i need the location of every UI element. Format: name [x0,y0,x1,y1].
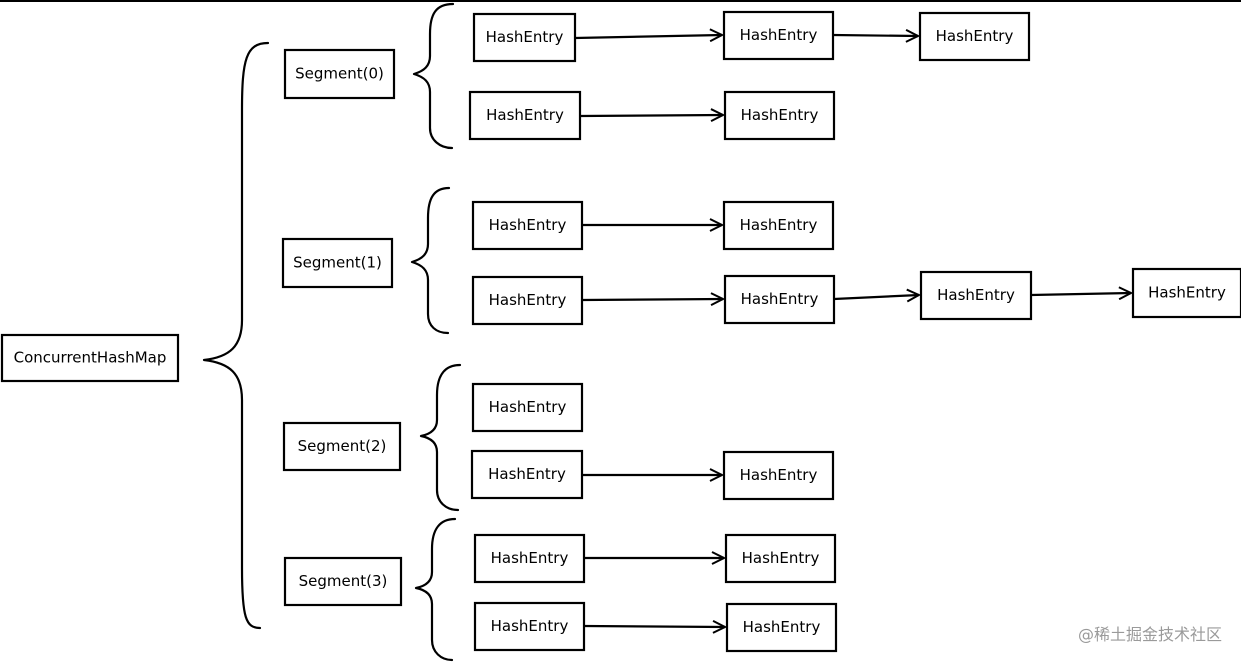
hash-entry-label: HashEntry [1148,284,1226,302]
hash-entry-label: HashEntry [743,618,821,636]
hash-entry-label: HashEntry [740,466,818,484]
hash-entry-label: HashEntry [741,106,819,124]
watermark-text: @稀土掘金技术社区 [1078,625,1222,644]
hash-entry-label: HashEntry [491,617,569,635]
hash-entry-label: HashEntry [489,398,567,416]
hash-entry-node: HashEntry [918,11,1031,62]
hash-entry-label: HashEntry [489,216,567,234]
link-arrow [583,626,725,627]
hash-entry-label: HashEntry [936,27,1014,45]
root-node: ConcurrentHashMap [0,333,180,383]
hash-entry-label: HashEntry [741,290,819,308]
segment-node: Segment(0) [283,48,396,100]
hash-entry-label: HashEntry [742,549,820,567]
hash-entry-label: HashEntry [486,106,564,124]
hash-entry-label: HashEntry [488,465,566,483]
hash-entry-label: HashEntry [740,26,818,44]
segment-label: Segment(2) [298,437,387,455]
segment-node: Segment(2) [282,421,402,472]
hash-entry-label: HashEntry [491,549,569,567]
link-arrow [832,35,918,36]
root-brace [202,41,270,630]
hash-entry-node: HashEntry [473,601,586,652]
hash-entry-node: HashEntry [919,270,1033,321]
segment-label: Segment(0) [295,65,384,83]
hash-entry-label: HashEntry [489,291,567,309]
hash-entry-node: HashEntry [472,12,577,63]
link-arrow [833,295,919,299]
hash-entry-node: HashEntry [723,274,836,325]
hash-entry-node: HashEntry [725,602,838,653]
hash-entry-label: HashEntry [937,286,1015,304]
segment-node: Segment(3) [283,556,403,607]
root-label: ConcurrentHashMap [14,349,167,367]
segment-brace [414,517,457,662]
segment-brace [419,363,462,512]
segment-brace [410,186,451,335]
hash-entry-node: HashEntry [722,450,835,501]
hash-entry-label: HashEntry [740,216,818,234]
link-arrow [574,35,722,38]
hash-entry-node: HashEntry [471,200,584,251]
link-arrow [1030,293,1131,295]
hash-entry-node: HashEntry [722,200,835,251]
hash-entry-node: HashEntry [723,90,836,141]
segment-brace [412,2,455,150]
hash-entry-node: HashEntry [473,533,586,584]
hash-entry-node: HashEntry [471,275,584,326]
segment-node: Segment(1) [281,237,394,289]
hash-entry-node: HashEntry [471,382,584,433]
hash-entry-node: HashEntry [1131,267,1241,319]
hash-entry-node: HashEntry [724,533,837,584]
segment-label: Segment(3) [299,572,388,590]
link-arrow [581,299,723,300]
hash-entry-node: HashEntry [468,90,582,141]
hash-entry-label: HashEntry [486,28,564,46]
hash-entry-node: HashEntry [722,10,835,61]
segment-label: Segment(1) [293,254,382,272]
link-arrow [579,115,723,116]
hash-entry-node: HashEntry [470,449,584,500]
